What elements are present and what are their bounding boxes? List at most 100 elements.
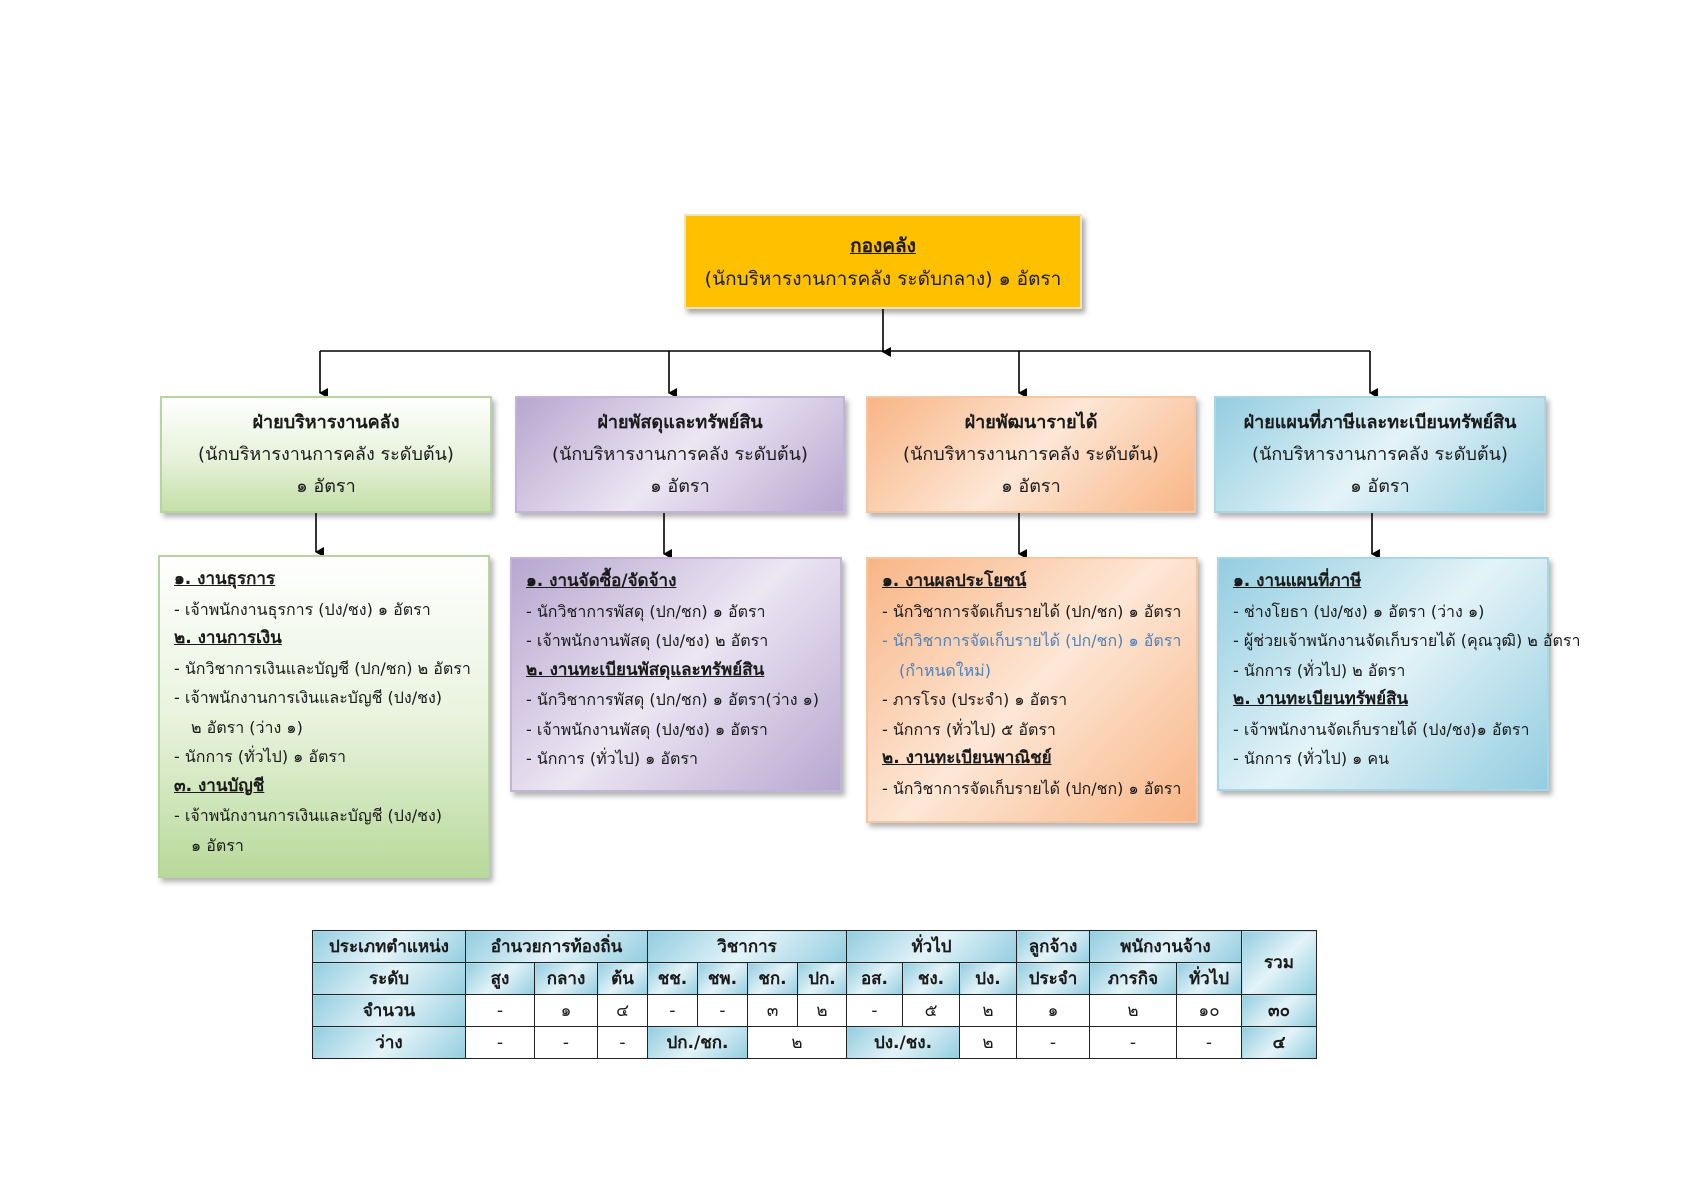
position-item: - เจ้าพนักงานพัสดุ (ปง/ชง) ๒ อัตรา	[526, 631, 769, 650]
table-cell: ว่าง	[312, 1026, 466, 1059]
table-cell: -	[1016, 1026, 1090, 1059]
division-rate: ๑ อัตรา	[296, 476, 356, 497]
table-cell: ชก.	[747, 962, 798, 995]
table-cell: ๑๐	[1176, 994, 1242, 1027]
position-item: - นักวิชาการเงินและบัญชี (ปก/ชก) ๒ อัตรา	[174, 658, 471, 678]
table-cell: -	[697, 994, 748, 1027]
table-cell: -	[534, 1026, 598, 1059]
section-heading: ๑. งานจัดซื้อ/จัดจ้าง	[526, 571, 677, 591]
table-cell: ต้น	[597, 962, 648, 995]
table-cell: ๒	[1089, 994, 1177, 1027]
position-item: - เจ้าพนักงานการเงินและบัญชี (ปง/ชง)	[174, 688, 443, 707]
table-row: ประเภทตำแหน่ง อำนวยการท้องถิ่น วิชาการ ท…	[312, 930, 1317, 995]
division-box-finance-admin: ฝ่ายบริหารงานคลัง (นักบริหารงานการคลัง ร…	[160, 396, 492, 513]
table-cell: ปง./ชง.	[846, 1026, 960, 1059]
section-heading: ๑. งานแผนที่ภาษี	[1233, 571, 1362, 591]
table-cell: -	[597, 1026, 648, 1059]
table-cell: ๒	[959, 994, 1017, 1027]
division-box-revenue: ฝ่ายพัฒนารายได้ (นักบริหารงานการคลัง ระด…	[866, 396, 1196, 513]
table-cell: วิชาการ	[647, 930, 847, 963]
table-cell: รวม	[1241, 930, 1317, 995]
table-cell: กลาง	[534, 962, 598, 995]
division-position: (นักบริหารงานการคลัง ระดับต้น)	[198, 444, 454, 465]
table-cell: ระดับ	[312, 962, 466, 995]
table-row: จำนวน - ๑ ๔ - - ๓ ๒ - ๕ ๒ ๑ ๒ ๑๐ ๓๐	[312, 994, 1317, 1027]
table-cell: ประจำ	[1016, 962, 1090, 995]
table-cell: ปง.	[959, 962, 1017, 995]
table-row: ว่าง - - - ปก./ชก. ๒ ปง./ชง. ๒ - - - ๔	[312, 1026, 1317, 1059]
division-title: ฝ่ายแผนที่ภาษีและทะเบียนทรัพย์สิน	[1243, 412, 1517, 433]
position-item: - เจ้าพนักงานการเงินและบัญชี (ปง/ชง)	[174, 806, 443, 825]
subunits-finance-admin: ๑. งานธุรการ - เจ้าพนักงานธุรการ (ปง/ชง)…	[158, 555, 490, 878]
table-cell: ๕	[902, 994, 960, 1027]
summary-table: ประเภทตำแหน่ง อำนวยการท้องถิ่น วิชาการ ท…	[312, 930, 1317, 1059]
position-item: ๒ อัตรา (ว่าง ๑)	[191, 717, 303, 737]
table-cell: -	[1089, 1026, 1177, 1059]
position-item: - นักการ (ทั่วไป) ๑ อัตรา	[526, 749, 698, 768]
table-cell: พนักงานจ้าง	[1089, 930, 1242, 963]
table-cell: ปก./ชก.	[647, 1026, 748, 1059]
section-heading: ๒. งานการเงิน	[174, 628, 282, 648]
position-item: - นักวิชาการพัสดุ (ปก/ชก) ๑ อัตรา(ว่าง ๑…	[526, 690, 820, 709]
root-subtitle: (นักบริหารงานการคลัง ระดับกลาง) ๑ อัตรา	[704, 268, 1062, 290]
section-heading: ๑. งานผลประโยชน์	[882, 571, 1027, 591]
table-cell: จำนวน	[312, 994, 466, 1027]
position-item: - นักการ (ทั่วไป) ๑ อัตรา	[174, 747, 346, 766]
table-cell: ๒	[959, 1026, 1017, 1059]
table-cell: ๒	[747, 1026, 847, 1059]
division-position: (นักบริหารงานการคลัง ระดับต้น)	[903, 444, 1159, 465]
subunits-supplies: ๑. งานจัดซื้อ/จัดจ้าง - นักวิชาการพัสดุ …	[510, 557, 842, 792]
position-item: - ภารโรง (ประจำ) ๑ อัตรา	[882, 690, 1068, 709]
position-item-new: - นักวิชาการจัดเก็บรายได้ (ปก/ชก) ๑ อัตร…	[882, 631, 1182, 650]
division-rate: ๑ อัตรา	[1001, 476, 1061, 497]
subunits-tax-map: ๑. งานแผนที่ภาษี - ช่างโยธา (ปง/ชง) ๑ อั…	[1217, 557, 1581, 791]
table-cell: ๑	[534, 994, 598, 1027]
table-cell: ทั่วไป	[846, 930, 1017, 963]
table-cell: อำนวยการท้องถิ่น	[465, 930, 648, 963]
position-item: - นักวิชาการจัดเก็บรายได้ (ปก/ชก) ๑ อัตร…	[882, 778, 1182, 798]
table-cell-total: ๓๐	[1241, 994, 1317, 1027]
table-cell: ๑	[1016, 994, 1090, 1027]
table-cell: อส.	[846, 962, 903, 995]
position-item: - นักการ (ทั่วไป) ๑ คน	[1233, 749, 1390, 768]
position-item: - นักการ (ทั่วไป) ๒ อัตรา	[1233, 660, 1406, 680]
division-title: ฝ่ายพัฒนารายได้	[964, 412, 1098, 433]
table-cell: ชพ.	[697, 962, 748, 995]
section-heading: ๓. งานบัญชี	[174, 775, 265, 796]
position-item: - เจ้าพนักงานธุรการ (ปง/ชง) ๑ อัตรา	[174, 599, 431, 619]
division-position: (นักบริหารงานการคลัง ระดับต้น)	[552, 444, 808, 465]
table-cell: -	[465, 1026, 535, 1059]
table-cell: ลูกจ้าง	[1016, 930, 1090, 963]
table-cell: ๓	[747, 994, 798, 1027]
division-position: (นักบริหารงานการคลัง ระดับต้น)	[1252, 444, 1508, 465]
position-item: - ช่างโยธา (ปง/ชง) ๑ อัตรา (ว่าง ๑)	[1233, 601, 1485, 621]
root-title: กองคลัง	[850, 235, 916, 257]
table-cell: ชง.	[902, 962, 960, 995]
table-row: ระดับ สูง กลาง ต้น ชช. ชพ. ชก. ปก. อส. ช…	[312, 962, 1317, 995]
table-cell: ชช.	[647, 962, 698, 995]
table-cell: สูง	[465, 962, 535, 995]
subunits-revenue: ๑. งานผลประโยชน์ - นักวิชาการจัดเก็บรายไ…	[866, 557, 1198, 823]
section-heading: ๒. งานทะเบียนพาณิชย์	[882, 748, 1052, 768]
position-item: - เจ้าพนักงานพัสดุ (ปง/ชง) ๑ อัตรา	[526, 719, 768, 739]
position-item: - นักการ (ทั่วไป) ๕ อัตรา	[882, 719, 1056, 739]
division-rate: ๑ อัตรา	[650, 476, 710, 497]
position-item: - เจ้าพนักงานจัดเก็บรายได้ (ปง/ชง)๑ อัตร…	[1233, 719, 1530, 739]
table-cell: -	[647, 994, 698, 1027]
position-item: - ผู้ช่วยเจ้าพนักงานจัดเก็บรายได้ (คุณวุ…	[1233, 631, 1581, 650]
root-box: กองคลัง (นักบริหารงานการคลัง ระดับกลาง) …	[684, 214, 1082, 309]
section-heading: ๒. งานทะเบียนทรัพย์สิน	[1233, 689, 1409, 709]
division-box-tax-map: ฝ่ายแผนที่ภาษีและทะเบียนทรัพย์สิน (นักบร…	[1214, 396, 1546, 513]
section-heading: ๑. งานธุรการ	[174, 569, 276, 589]
division-title: ฝ่ายบริหารงานคลัง	[252, 412, 400, 433]
division-title: ฝ่ายพัสดุและทรัพย์สิน	[597, 412, 763, 433]
position-item-new-note: (กำหนดใหม่)	[899, 660, 991, 680]
table-cell: ภารกิจ	[1089, 962, 1177, 995]
position-item: - นักวิชาการจัดเก็บรายได้ (ปก/ชก) ๑ อัตร…	[882, 601, 1182, 621]
table-cell: -	[465, 994, 535, 1027]
table-cell: ประเภทตำแหน่ง	[312, 930, 466, 963]
division-rate: ๑ อัตรา	[1350, 476, 1410, 497]
table-cell: ๒	[797, 994, 847, 1027]
table-cell: -	[846, 994, 903, 1027]
